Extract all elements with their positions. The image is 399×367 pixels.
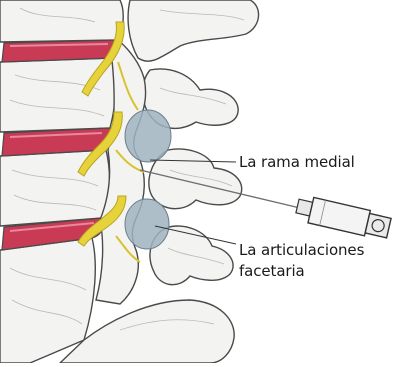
label-facet-line1: La articulaciones bbox=[239, 240, 364, 261]
transverse-process-2 bbox=[149, 149, 242, 209]
label-facet-line2: facetaria bbox=[239, 261, 364, 282]
syringe-barrel bbox=[308, 197, 370, 235]
vertebral-body-top bbox=[0, 0, 123, 42]
facet-joint-lower bbox=[125, 199, 169, 249]
label-facet-joint: La articulaciones facetaria bbox=[239, 240, 364, 282]
spinous-process-top bbox=[128, 0, 258, 61]
facet-joint-upper bbox=[125, 110, 171, 162]
label-medial-branch: La rama medial bbox=[239, 152, 355, 173]
syringe-plunger bbox=[365, 213, 391, 237]
